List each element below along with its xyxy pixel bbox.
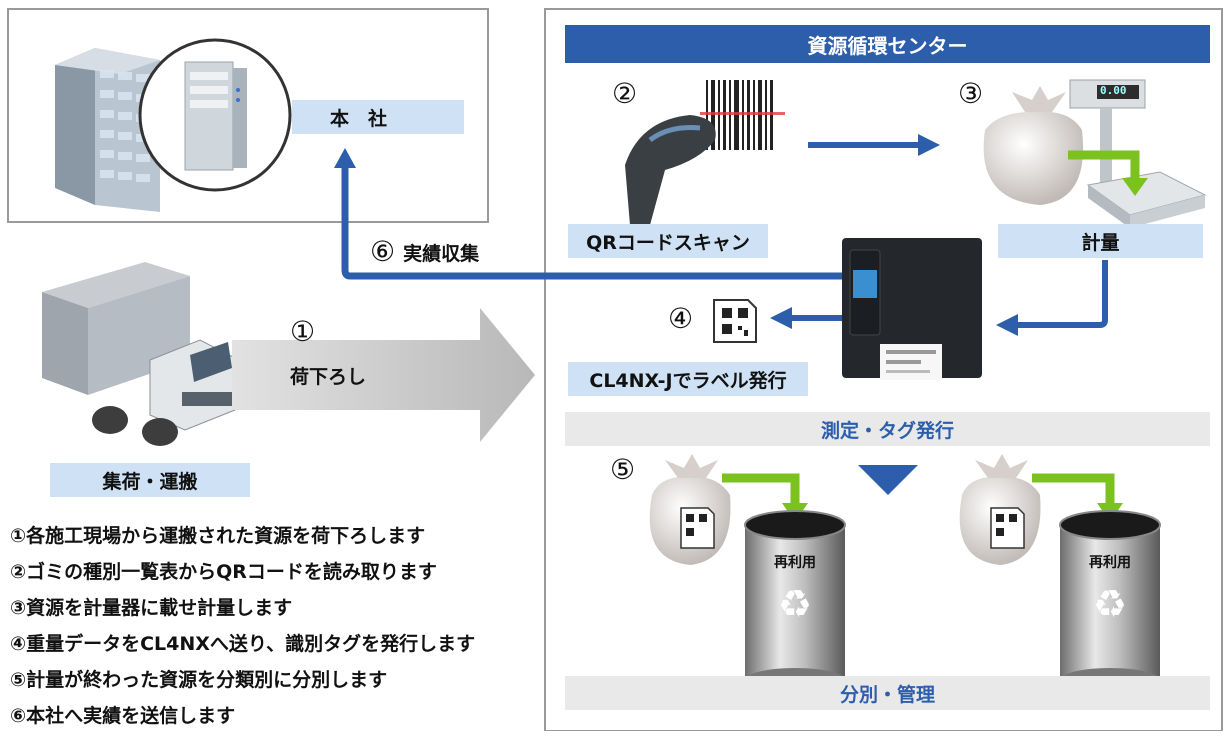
marker-5: ⑤ — [610, 453, 636, 486]
step-item: ③資源を計量器に載せ計量します — [10, 597, 293, 619]
center-title: 資源循環センター — [807, 33, 968, 58]
barcode-scanner-icon — [625, 75, 785, 225]
sorting-left-group: ♻ — [649, 454, 846, 692]
unload-arrow — [232, 308, 535, 442]
recycle-icon: ♻ — [1093, 582, 1127, 626]
scale-icon — [1069, 79, 1207, 228]
sorting-right-group: ♻ — [959, 454, 1161, 692]
step-item: ④重量データをCL4NXへ送り、識別タグを発行します — [10, 633, 476, 655]
step-item: ②ゴミの種別一覧表からQRコードを読み取ります — [10, 561, 437, 583]
truck-label: 集荷・運搬 — [50, 463, 250, 497]
qr-tag-icon — [713, 299, 757, 343]
weigh-label: 計量 — [998, 224, 1203, 258]
collect-label: ⑥ 実績収集 — [370, 238, 479, 266]
recycle-icon: ♻ — [778, 582, 812, 626]
marker-4: ④ — [668, 302, 694, 335]
marker-6: ⑥ — [370, 235, 396, 268]
marker-3: ③ — [958, 77, 984, 110]
truck-icon — [42, 262, 236, 446]
step-item: ①各施工現場から運搬された資源を荷下ろします — [10, 525, 426, 547]
scale-display: 0.00 — [1100, 84, 1127, 97]
center-title-bar — [565, 25, 1210, 63]
steps-list: ①各施工現場から運搬された資源を荷下ろします ②ゴミの種別一覧表からQRコードを… — [10, 521, 475, 737]
garbage-bag-icon — [983, 86, 1084, 205]
server-icon — [184, 61, 247, 171]
sort-band: 分別・管理 — [565, 676, 1210, 710]
building-icon — [55, 48, 160, 212]
marker-2: ② — [612, 77, 638, 110]
measure-band: 測定・タグ発行 — [565, 412, 1210, 446]
weigh-to-print-arrow — [1015, 260, 1108, 328]
collect-text: 実績収集 — [403, 242, 480, 265]
unload-text: 荷下ろし — [290, 366, 367, 388]
hq-label: 本 社 — [292, 100, 464, 134]
step-item: ⑥本社へ実績を送信します — [10, 705, 236, 727]
bin-label-right: 再利用 — [1089, 555, 1131, 571]
marker-1: ① — [290, 315, 316, 348]
down-triangle-icon — [858, 465, 918, 495]
step-item: ⑤計量が終わった資源を分類別に分別します — [10, 669, 388, 691]
print-label: CL4NX-Jでラベル発行 — [568, 362, 808, 396]
bin-label-left: 再利用 — [774, 555, 816, 571]
collect-arrow — [341, 165, 842, 280]
label-printer-icon — [842, 238, 982, 380]
qr-scan-label: QRコードスキャン — [568, 224, 768, 258]
